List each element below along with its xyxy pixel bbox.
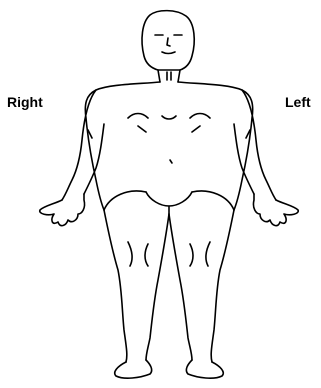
neck bbox=[158, 70, 180, 82]
hip-line-right bbox=[192, 191, 234, 210]
rib-right bbox=[192, 126, 200, 132]
chest-right bbox=[190, 114, 210, 119]
right-leg-outer bbox=[104, 210, 127, 362]
right-arm-inner bbox=[84, 124, 104, 194]
right-leg-inner bbox=[146, 214, 169, 360]
nose bbox=[167, 38, 170, 46]
chest-left bbox=[128, 114, 148, 119]
left-leg-inner bbox=[169, 214, 192, 360]
sternum bbox=[162, 116, 176, 119]
left-knee bbox=[190, 242, 210, 266]
rib-left bbox=[138, 126, 146, 132]
right-knee bbox=[128, 242, 148, 266]
navel bbox=[170, 160, 172, 163]
left-side-label: Left bbox=[285, 95, 311, 109]
left-arm-inner bbox=[234, 124, 254, 194]
left-arm-outer bbox=[242, 90, 276, 200]
hip-line-left bbox=[104, 191, 146, 210]
mouth bbox=[162, 52, 175, 54]
torso-right-side bbox=[178, 82, 253, 210]
torso-left-side bbox=[85, 82, 160, 210]
right-foot bbox=[115, 360, 152, 378]
groin bbox=[146, 192, 192, 206]
left-foot bbox=[186, 360, 223, 378]
right-side-label: Right bbox=[7, 95, 43, 109]
right-arm-outer bbox=[62, 90, 96, 200]
neck-detail bbox=[167, 72, 171, 80]
left-leg-outer bbox=[211, 210, 234, 362]
